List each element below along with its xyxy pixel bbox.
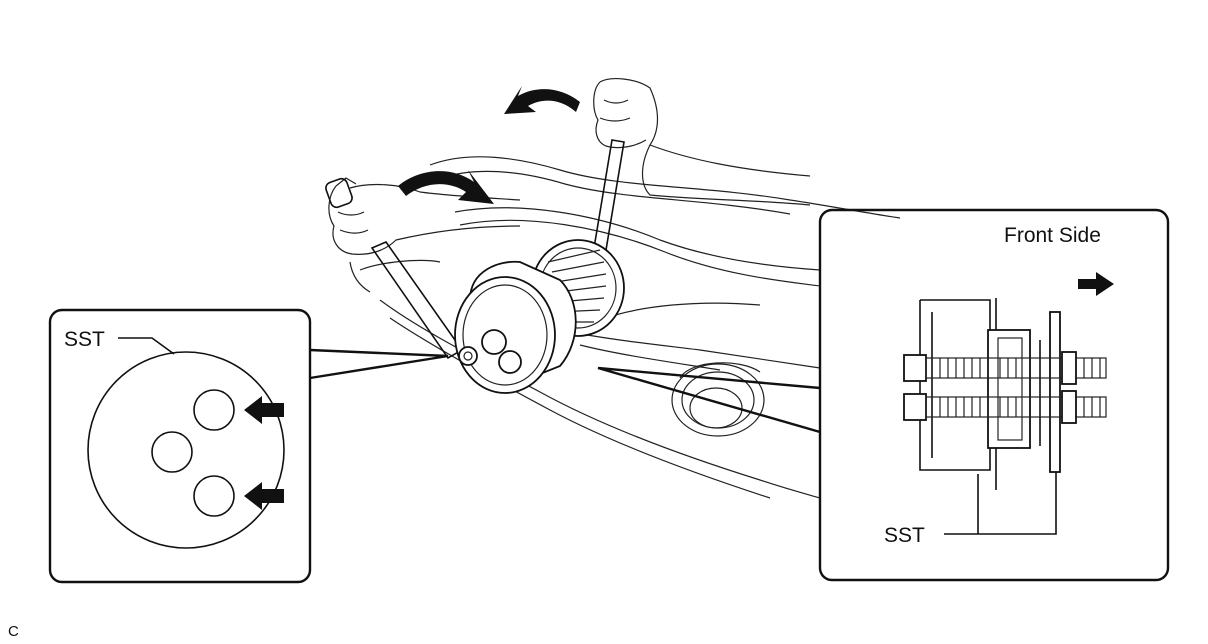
- right-sst-leader: [944, 472, 1057, 535]
- upper-left-arrow-icon: [244, 396, 284, 424]
- upper-hand: [591, 78, 811, 263]
- front-side-label: Front Side: [1004, 224, 1101, 247]
- left-callout-sst-label: SST: [64, 328, 105, 351]
- lower-left-arrow-icon: [244, 482, 284, 510]
- arm-bushing: [671, 362, 765, 437]
- right-callout-sst-label: SST: [884, 524, 925, 547]
- sst-cross-section: [903, 298, 1107, 490]
- sst-upper-hole: [193, 389, 235, 431]
- sst-plate: [87, 351, 285, 549]
- figure-code: C: [8, 623, 19, 640]
- left-callout: SST: [48, 308, 312, 584]
- sst-lower-hole: [193, 475, 235, 517]
- right-callout-connector: [597, 366, 821, 434]
- left-callout-connector: [309, 348, 449, 380]
- main-illustration: [325, 78, 901, 499]
- sst-center-hole: [151, 431, 193, 473]
- lower-rotation-arrow-icon: [398, 170, 494, 204]
- sst-puller-tool: [454, 239, 625, 394]
- upper-rotation-arrow-icon: [504, 86, 580, 114]
- right-callout: Front Side SST: [818, 208, 1170, 582]
- front-direction-arrow-icon: [1078, 272, 1114, 296]
- suspension-arm: [349, 156, 901, 499]
